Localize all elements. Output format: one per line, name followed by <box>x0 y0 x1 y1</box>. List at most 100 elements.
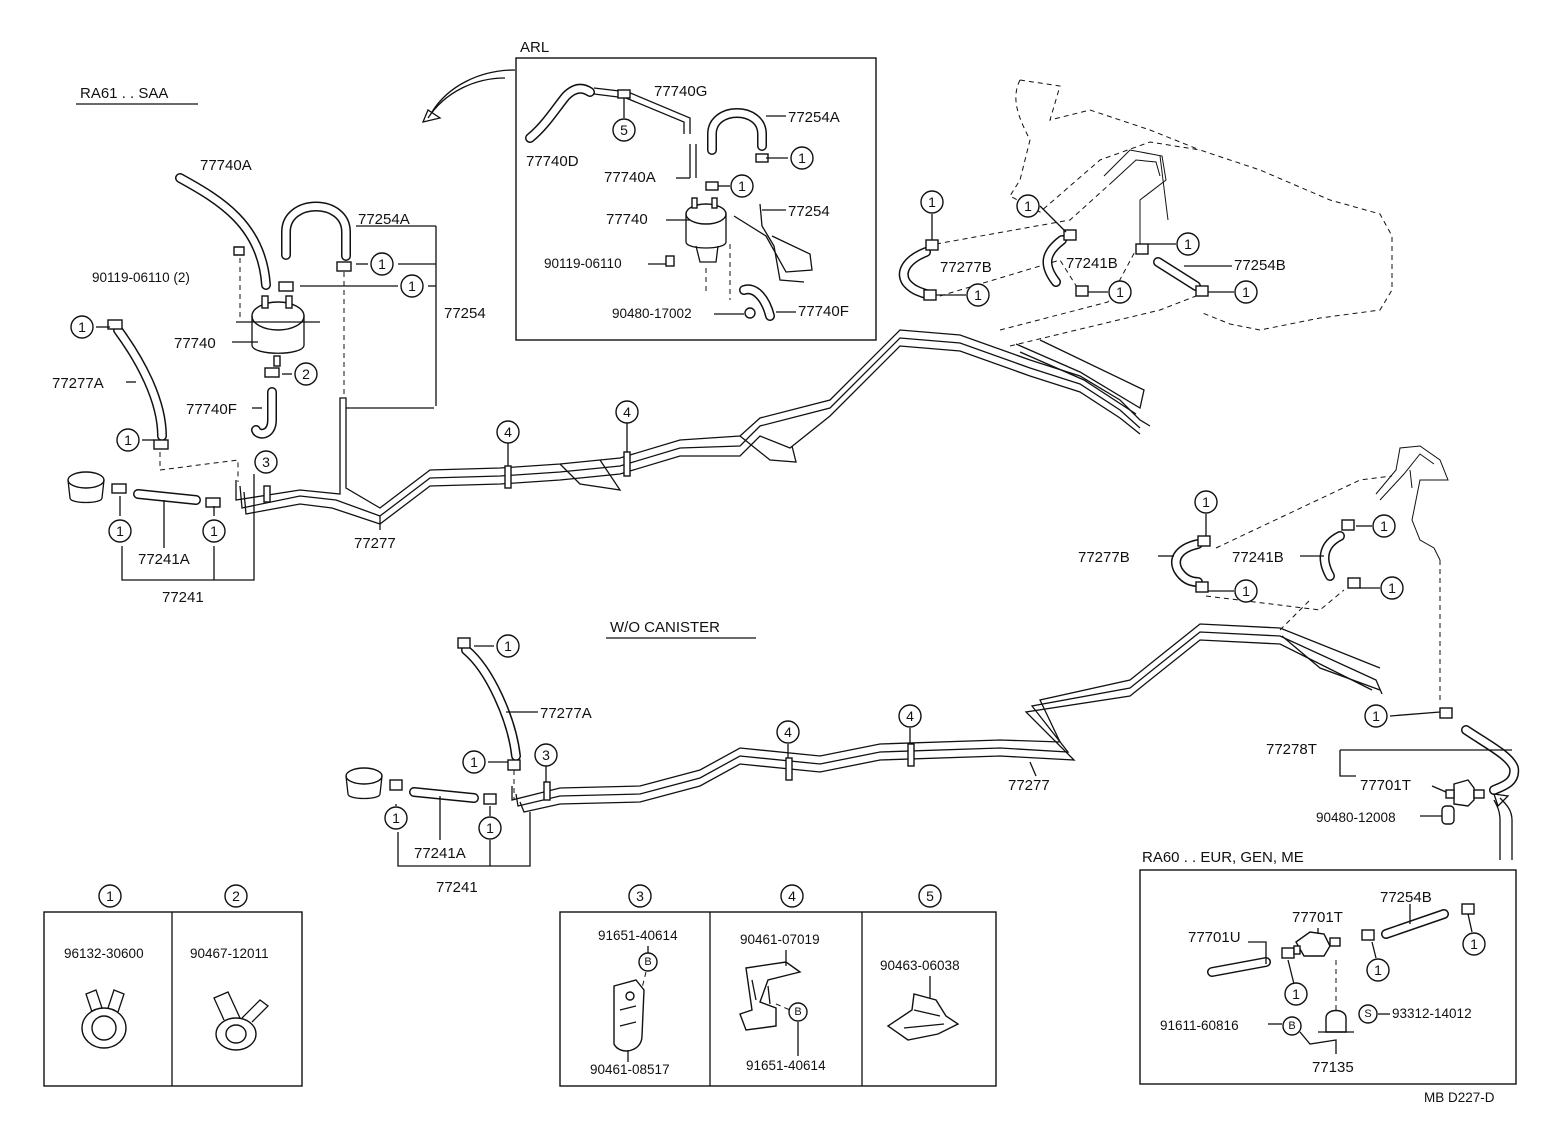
clip <box>705 181 719 191</box>
clip <box>1063 229 1077 241</box>
pipe-ends-tank <box>1015 339 1145 415</box>
label-77278t: 77278T <box>1266 741 1317 758</box>
hose-77740d-inner <box>526 85 594 142</box>
filler-cap-body <box>67 479 105 504</box>
leader <box>1029 761 1037 777</box>
svg-text:1: 1 <box>392 810 400 826</box>
leader <box>999 245 1139 331</box>
hose-77241b-lower-inner <box>1321 532 1344 580</box>
filter-port <box>1473 789 1485 799</box>
arrow-up <box>1499 797 1513 860</box>
svg-text:1: 1 <box>1292 986 1300 1002</box>
detail-4-part-bottom: 91651-40614 <box>746 1058 826 1073</box>
arl-arrow <box>427 77 506 119</box>
clip <box>457 637 471 649</box>
bolt-b-mark: B <box>788 1002 808 1022</box>
hose-77701u-inner <box>1208 958 1270 976</box>
svg-text:2: 2 <box>302 366 310 382</box>
label-93312: 93312-14012 <box>1392 1006 1472 1021</box>
svg-text:1: 1 <box>928 194 936 210</box>
filter-port <box>1445 789 1455 799</box>
clamp-4 <box>785 757 793 781</box>
label-77254b-eur: 77254B <box>1380 889 1432 906</box>
label-77277b-lower: 77277B <box>1078 549 1130 566</box>
hose-77277b-inner <box>900 248 930 298</box>
svg-text:1: 1 <box>408 278 416 294</box>
header-ra61-saa: RA61 . . SAA <box>80 85 168 102</box>
label-77277a: 77277A <box>52 375 104 392</box>
ref-circle: 1 <box>1194 490 1218 514</box>
pipe-77277-lower <box>511 623 1383 813</box>
hose-77277a-wo-inner <box>462 646 520 760</box>
leader <box>1205 589 1345 611</box>
label-77254-arl: 77254 <box>788 203 830 220</box>
arl-box <box>515 57 877 341</box>
leader <box>935 183 1111 245</box>
pipe-77254-arl <box>733 215 813 273</box>
svg-text:1: 1 <box>1242 583 1250 599</box>
label-77740f: 77740F <box>186 401 237 418</box>
arl-arrow <box>431 69 516 113</box>
clamp-4 <box>504 465 512 489</box>
ref-circle: 1 <box>1366 958 1390 982</box>
label-77254: 77254 <box>444 305 486 322</box>
detail-3-part-top: 91651-40614 <box>598 928 678 943</box>
canister-port <box>711 197 718 209</box>
hose-77241a-inner <box>134 490 200 504</box>
label-90480-12008: 90480-12008 <box>1316 810 1396 825</box>
label-77701t-eur: 77701T <box>1292 909 1343 926</box>
clip <box>1341 519 1355 531</box>
svg-text:1: 1 <box>210 523 218 539</box>
hose-77740f-arl-inner <box>740 285 774 320</box>
hose-77278t-inner <box>1462 726 1518 794</box>
detail-box-3-4-5 <box>559 911 997 1087</box>
leader <box>1371 941 1377 959</box>
leader <box>1467 913 1473 933</box>
hose-77740a-inner <box>176 174 270 289</box>
clip <box>1361 929 1375 941</box>
svg-text:4: 4 <box>623 404 631 420</box>
svg-text:1: 1 <box>470 754 478 770</box>
label-77277a-wo: 77277A <box>540 705 592 722</box>
hose-77254b-eur-inner <box>1382 910 1448 938</box>
ref-circle: 5 <box>612 118 636 142</box>
ref-circle: 4 <box>496 420 520 444</box>
svg-text:1: 1 <box>124 432 132 448</box>
leader <box>1039 205 1067 233</box>
fuel-tank-outline <box>1009 79 1393 331</box>
canister-bracket <box>695 245 719 263</box>
pipe-77740g <box>593 87 691 134</box>
svg-text:S: S <box>1364 1008 1371 1020</box>
pipe-clamp-90461-08517 <box>613 979 645 1052</box>
leader <box>159 452 239 482</box>
clip <box>617 89 631 99</box>
hose-77241b-inner <box>1044 236 1066 286</box>
filler-cap-body <box>345 775 383 800</box>
ref-circle: 1 <box>98 884 122 908</box>
label-77740f-arl: 77740F <box>798 303 849 320</box>
label-77241b-lower: 77241B <box>1232 549 1284 566</box>
ref-circle: 3 <box>254 450 278 474</box>
arrowhead <box>1493 793 1510 808</box>
ref-circle: 3 <box>534 743 558 767</box>
svg-text:1: 1 <box>974 287 982 303</box>
ref-circle: 4 <box>776 720 800 744</box>
label-90480-arl: 90480-17002 <box>612 306 692 321</box>
clamp-4 <box>907 743 915 767</box>
svg-text:1: 1 <box>1024 198 1032 214</box>
svg-text:1: 1 <box>116 523 124 539</box>
clip <box>389 779 403 791</box>
bolt <box>665 255 675 267</box>
svg-text:1: 1 <box>1202 494 1210 510</box>
leader <box>1215 475 1393 549</box>
detail-box-1-2 <box>43 911 303 1087</box>
hose-77277a <box>113 325 167 441</box>
leader <box>1339 750 1356 777</box>
svg-text:1: 1 <box>798 150 806 166</box>
hose-77254a-arl-inner <box>708 109 766 154</box>
filter-port <box>1293 945 1301 955</box>
label-77254b: 77254B <box>1234 257 1286 274</box>
hose-77277b-lower-inner <box>1172 540 1202 586</box>
arrow-up <box>1493 799 1501 860</box>
canister-port <box>691 197 698 209</box>
